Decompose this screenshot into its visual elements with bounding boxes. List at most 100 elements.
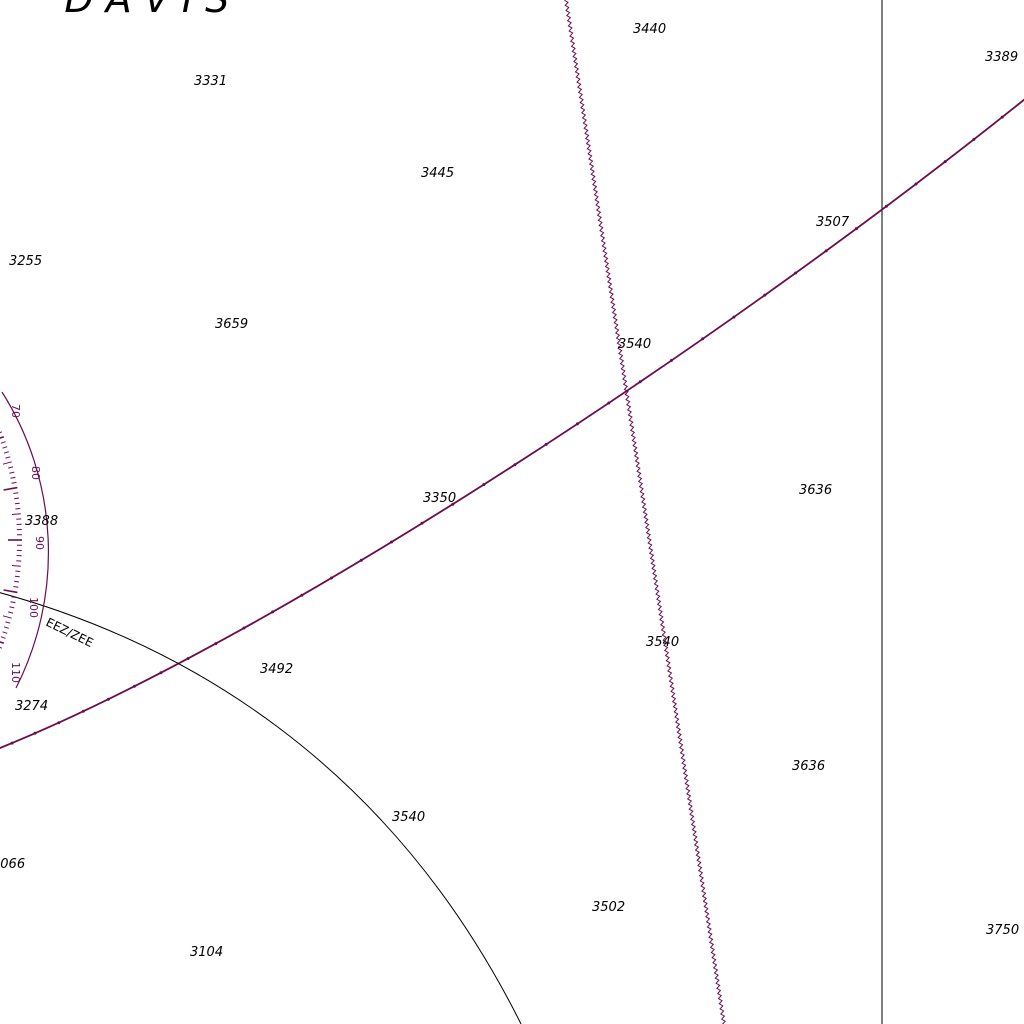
compass-tick [5,456,11,459]
sounding-label: 3636 [799,483,832,498]
compass-label-70: 70 [9,404,22,418]
compass-tick [8,466,14,469]
compass-tick [5,621,11,624]
limit-line [564,0,726,1024]
sounding-label: 3274 [15,699,48,714]
sounding-label: 3659 [215,317,248,332]
route-dot [1000,115,1004,119]
route-dot [670,358,673,362]
compass-tick [11,565,21,567]
compass-tick [9,606,15,609]
route-dots [10,115,1004,745]
route-dot [81,709,85,713]
sounding-label: 3388 [25,514,58,529]
compass-tick [0,641,5,645]
sounding-label: 3445 [421,166,454,181]
route-dot [824,249,828,253]
compass-tick [3,626,9,629]
compass-tick [8,611,14,614]
compass-tick [11,596,17,599]
route-line [0,98,1024,749]
compass-label-90: 90 [33,536,46,550]
route-dot [607,401,611,405]
route-dot [186,657,190,660]
route-dot [575,422,579,426]
sounding-label: 3540 [618,337,651,352]
compass-tick [15,507,21,510]
route-dot [732,315,736,319]
compass-label-110: 110 [9,662,22,683]
sounding-label: 3066 [0,857,25,872]
route-dot [513,463,517,467]
compass-label-100: 100 [27,597,40,618]
compass-tick [15,570,21,573]
sounding-label: 3350 [423,491,456,506]
route-dot [854,227,858,231]
route-dot [300,593,304,597]
chart-title-fragment: E D A V I S [0,0,229,21]
compass-tick [14,575,20,578]
compass-tick [0,431,3,434]
route-dot [10,741,14,745]
compass-tick [0,435,5,439]
sounding-label: 3636 [792,759,825,774]
compass-tick [11,513,21,515]
route-dot [914,182,918,186]
compass-tick [11,481,17,484]
sounding-label: 3104 [190,945,223,960]
sounding-label: 3331 [194,74,227,89]
compass-tick [3,451,9,454]
compass-tick [3,589,18,594]
compass-tick [2,461,12,465]
compass-tick [10,476,16,479]
route-dot [972,137,976,141]
compass-tick [9,471,15,474]
sounding-label: 3540 [646,635,679,650]
route-dot [451,502,455,506]
compass-tick [13,586,19,588]
compass-label-80: 80 [29,466,42,480]
eez-boundary-line [0,592,522,1024]
compass-ticks [0,426,23,654]
compass-tick [0,646,3,649]
sounding-label: 3507 [816,215,850,230]
route-dot [390,540,393,544]
route-dot [420,521,424,525]
compass-tick [3,486,18,491]
route-dot [482,483,486,487]
compass-tick [14,502,20,505]
sounding-label: 3750 [986,923,1019,938]
compass-tick [2,446,8,449]
compass-tick [14,580,20,583]
route-dot [132,684,136,688]
compass-tick [14,497,20,500]
route-dot [701,337,705,341]
route-dot [107,697,110,701]
sounding-label: 3492 [260,662,293,677]
route-dot [638,380,642,384]
compass-tick [2,631,8,634]
route-dot [544,442,548,446]
sounding-label: 3255 [9,254,42,269]
route-dot [242,626,246,630]
route-dot [359,558,363,562]
route-dot [271,610,275,614]
compass-tick [2,615,12,619]
route-dot [884,204,888,208]
route-dot [57,721,61,725]
sounding-label: 3389 [985,50,1018,65]
route-dot [33,731,37,735]
route-dot [329,576,333,580]
compass-tick [10,601,16,604]
compass-tick [0,636,6,639]
sounding-label: 3540 [392,810,425,825]
route-dot [794,271,798,275]
sounding-label: 3440 [633,22,666,37]
compass-tick [0,441,6,444]
route-dot [763,293,767,297]
compass-arc [1,391,50,689]
compass-rose: 70 80 90 100 110 [0,391,50,689]
compass-tick [13,492,19,494]
